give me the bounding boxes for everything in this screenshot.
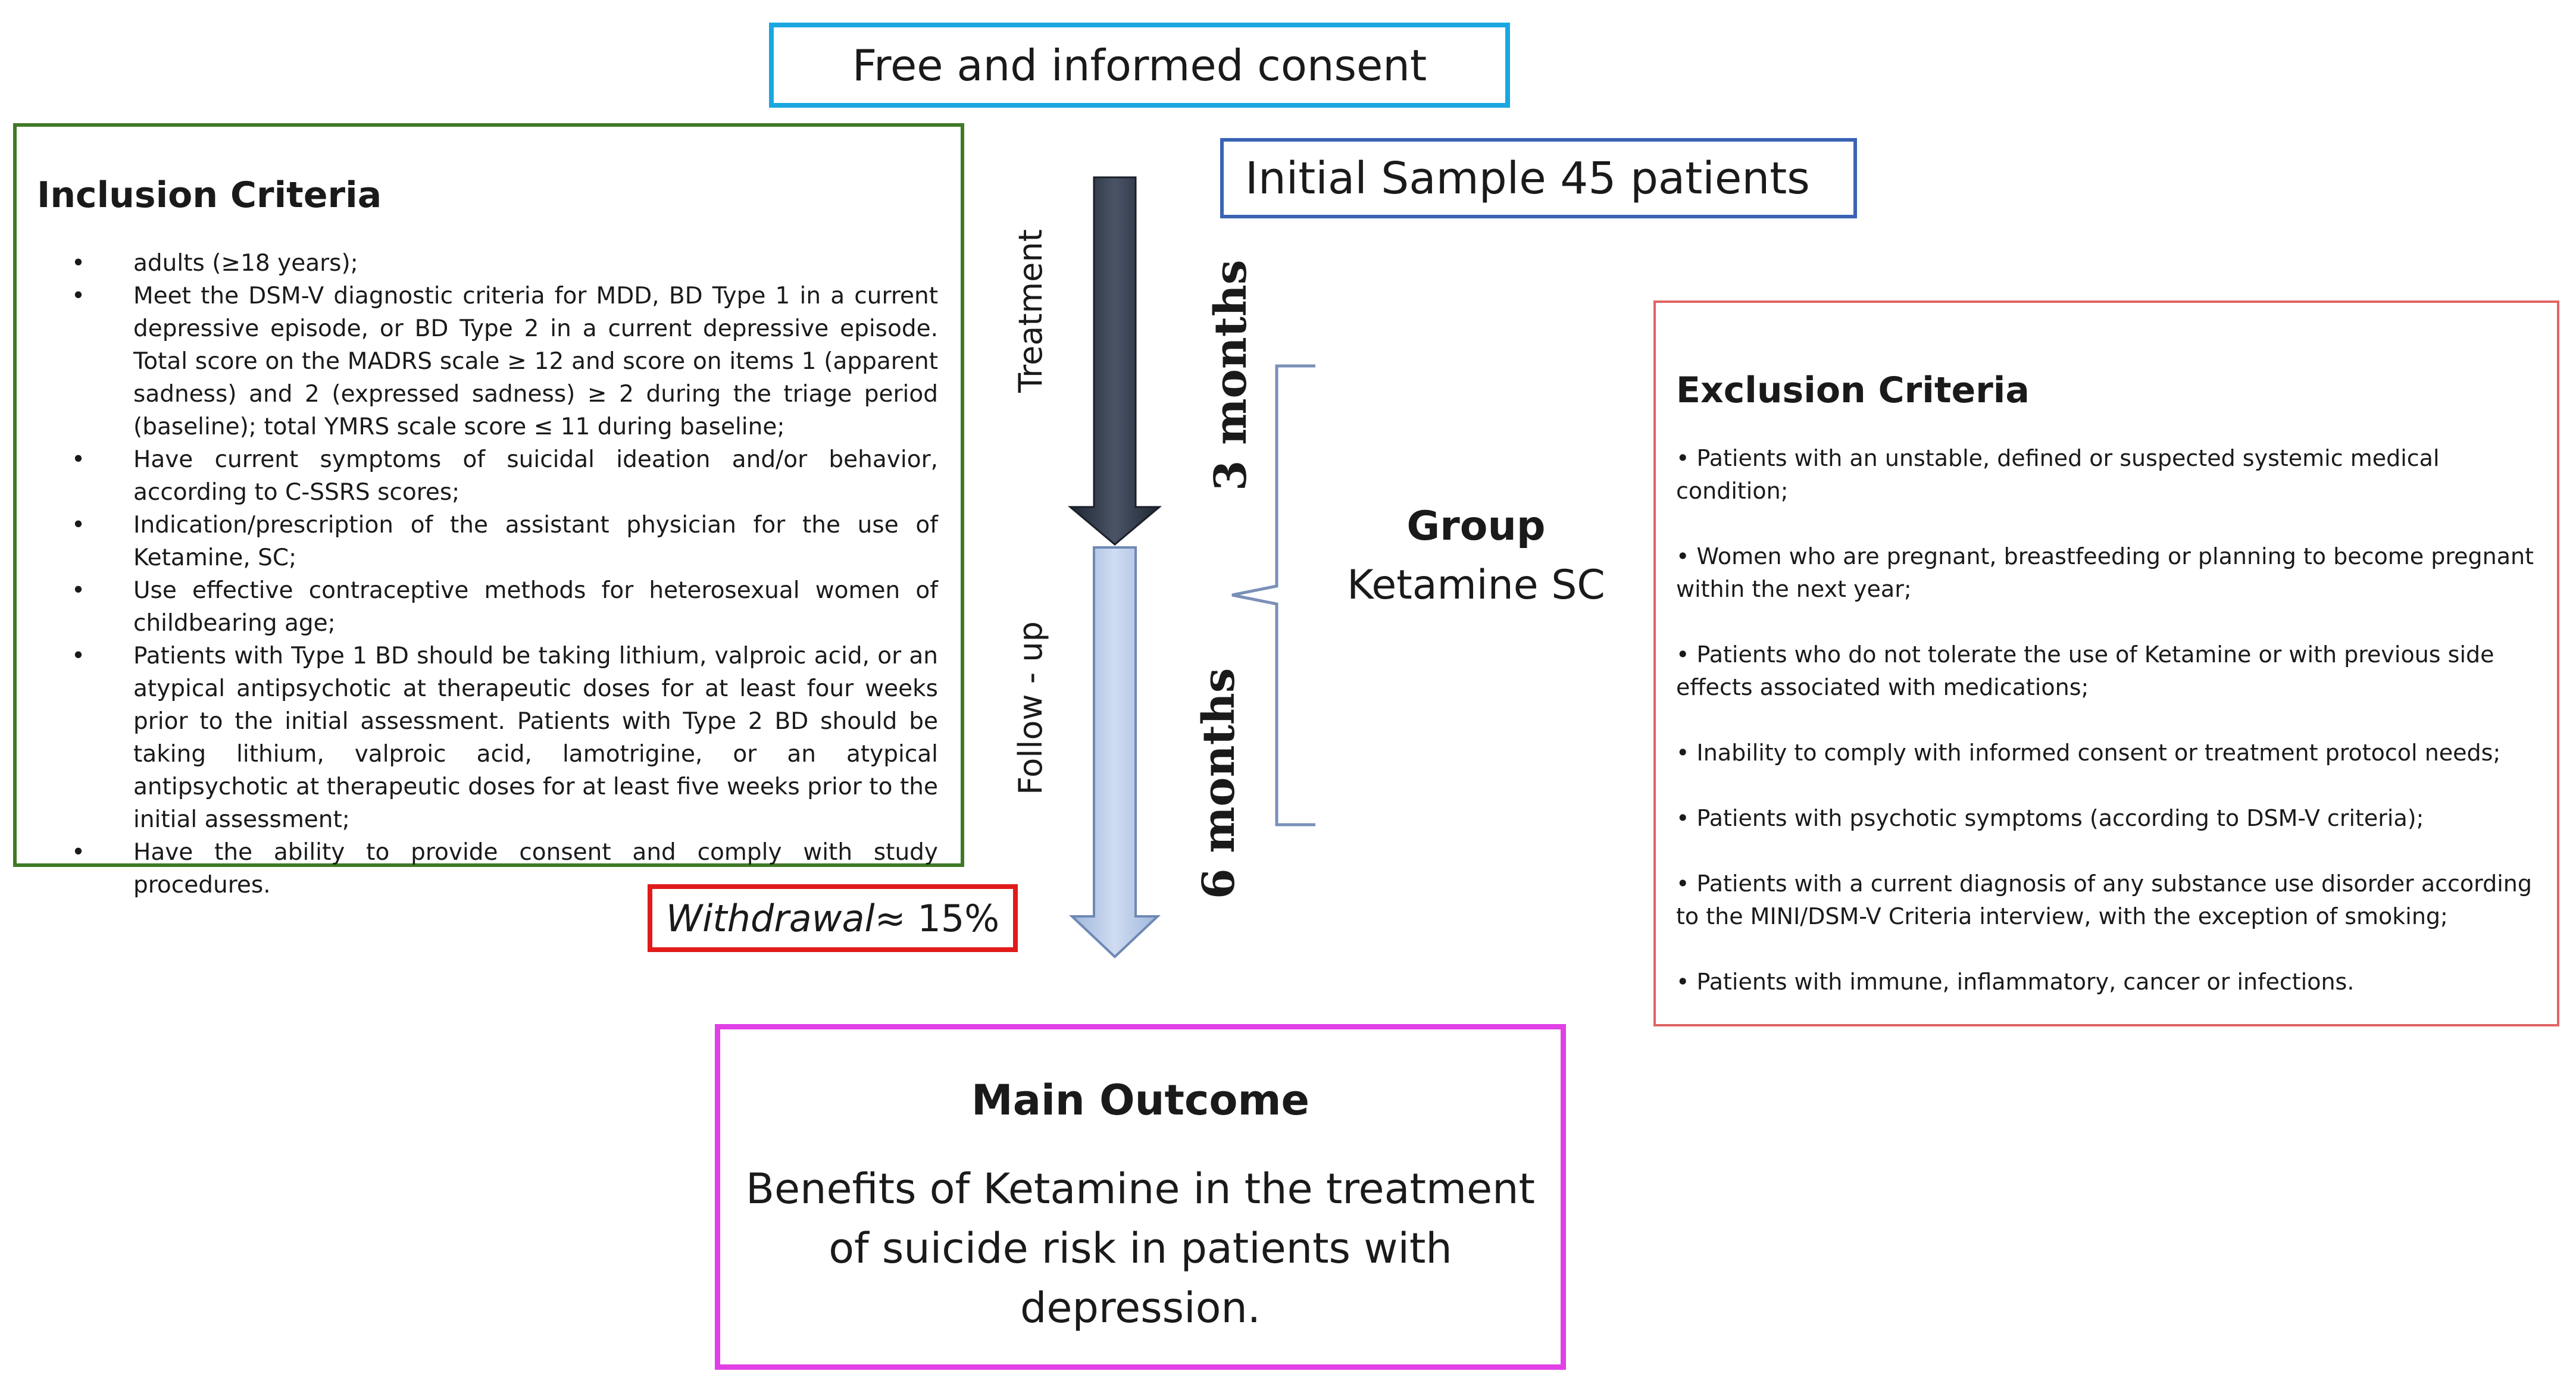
exclusion-item: • Inability to comply with informed cons…	[1676, 740, 2501, 766]
exclusion-item: • Patients with an unstable, defined or …	[1676, 445, 2440, 504]
inclusion-item: •Use effective contraceptive methods for…	[37, 574, 938, 640]
exclusion-criteria-list: • Patients with an unstable, defined or …	[1676, 442, 2539, 998]
followup-label: Follow - up	[1012, 621, 1049, 795]
bullet-icon: •	[71, 250, 86, 277]
withdrawal-box: Withdrawal ≈ 15%	[648, 884, 1018, 952]
inclusion-item: •Have current symptoms of suicidal ideat…	[37, 443, 938, 509]
inclusion-item: •adults (≥18 years);	[37, 247, 938, 280]
main-outcome-title: Main Outcome	[971, 1076, 1309, 1125]
followup-duration-label: 6 months	[1193, 668, 1245, 899]
consent-box: Free and informed consent	[769, 23, 1510, 108]
exclusion-criteria-box: Exclusion Criteria • Patients with an un…	[1653, 300, 2559, 1026]
bullet-icon: •	[71, 839, 86, 866]
inclusion-criteria-title: Inclusion Criteria	[37, 174, 382, 216]
inclusion-criteria-list: •adults (≥18 years); •Meet the DSM-V dia…	[37, 247, 938, 901]
inclusion-item: •Patients with Type 1 BD should be takin…	[37, 640, 938, 836]
exclusion-item: • Women who are pregnant, breastfeeding …	[1676, 543, 2534, 602]
bullet-icon: •	[71, 283, 86, 309]
treatment-duration-label: 3 months	[1205, 259, 1256, 491]
inclusion-item: •Meet the DSM-V diagnostic criteria for …	[37, 280, 938, 443]
main-outcome-box: Main Outcome Benefits of Ketamine in the…	[715, 1024, 1566, 1370]
initial-sample-label: Initial Sample 45 patients	[1245, 152, 1810, 204]
inclusion-item: •Indication/prescription of the assistan…	[37, 509, 938, 574]
exclusion-item: • Patients with immune, inflammatory, ca…	[1676, 969, 2355, 995]
exclusion-item: • Patients who do not tolerate the use o…	[1676, 641, 2494, 700]
group-bracket	[1231, 364, 1315, 827]
group-title: Group	[1406, 503, 1546, 550]
exclusion-criteria-title: Exclusion Criteria	[1676, 370, 2030, 411]
inclusion-item: •Have the ability to provide consent and…	[37, 836, 938, 901]
consent-label: Free and informed consent	[852, 40, 1427, 90]
bullet-icon: •	[71, 643, 86, 669]
initial-sample-box: Initial Sample 45 patients	[1220, 138, 1857, 218]
treatment-label: Treatment	[1012, 229, 1049, 393]
exclusion-item: • Patients with a current diagnosis of a…	[1676, 871, 2533, 929]
group-label: Group Ketamine SC	[1298, 503, 1655, 609]
exclusion-item: • Patients with psychotic symptoms (acco…	[1676, 805, 2424, 831]
withdrawal-value: ≈ 15%	[874, 896, 1000, 940]
treatment-arrow	[1067, 176, 1162, 546]
main-outcome-text: Benefits of Ketamine in the treatment of…	[745, 1164, 1535, 1332]
followup-arrow	[1068, 546, 1161, 959]
withdrawal-label: Withdrawal	[665, 896, 875, 940]
bullet-icon: •	[71, 577, 86, 604]
bullet-icon: •	[71, 512, 86, 539]
bullet-icon: •	[71, 446, 86, 473]
group-name: Ketamine SC	[1347, 562, 1605, 609]
inclusion-criteria-box: Inclusion Criteria •adults (≥18 years); …	[13, 123, 964, 899]
